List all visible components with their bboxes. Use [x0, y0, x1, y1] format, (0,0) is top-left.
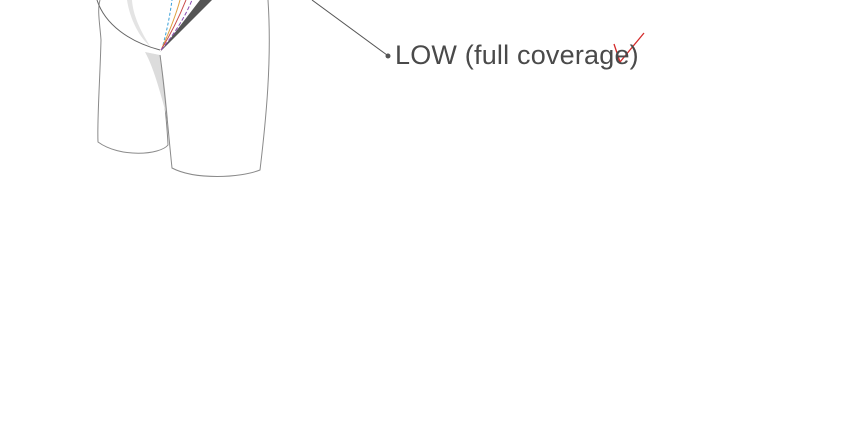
left-front-curve: [96, 0, 161, 51]
cut-line-orange: [161, 0, 181, 49]
inseam-shade: [145, 52, 168, 120]
dark-band: [160, 0, 212, 52]
cut-line-purple: [160, 0, 193, 51]
right-leg-outline: [159, 0, 270, 177]
checkmark-icon: [613, 32, 645, 64]
inner-fold-shade: [127, 0, 150, 46]
cut-line-blue: [162, 0, 173, 46]
leader-dot: [385, 53, 391, 59]
left-leg-outline: [97, 0, 169, 154]
coverage-label: LOW (full coverage): [395, 40, 639, 70]
leader-line: [311, 0, 388, 56]
cut-line-red: [160, 0, 187, 51]
